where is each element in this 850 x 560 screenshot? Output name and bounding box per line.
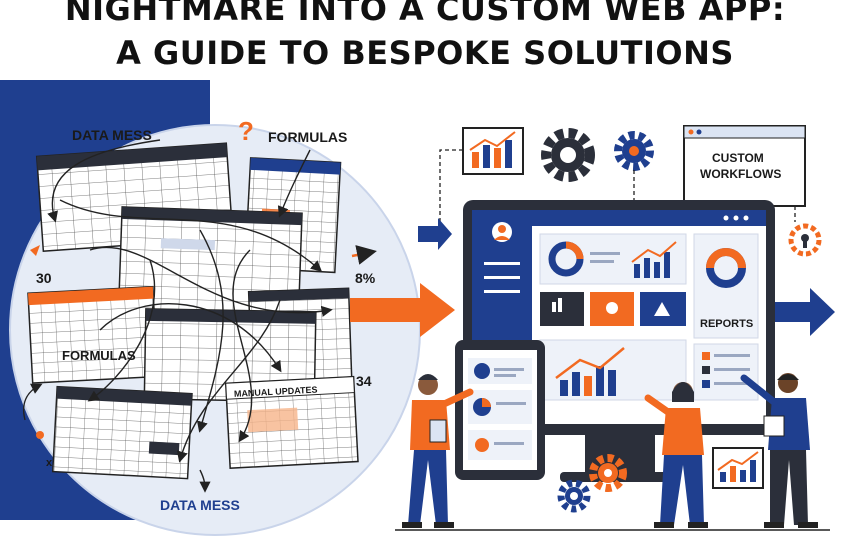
label-data-mess-bottom: DATA MESS <box>160 497 240 513</box>
title-line-2: A GUIDE TO BESPOKE SOLUTIONS <box>116 34 734 72</box>
orange-arrow-small <box>351 245 377 265</box>
dashed-connectors <box>439 149 796 232</box>
chart-card-bottom-icon <box>712 447 764 489</box>
custom-workflows-card <box>683 125 806 207</box>
question-mark-icon: ? <box>238 116 254 146</box>
label-number-30: 30 <box>36 270 52 286</box>
label-manual-updates: MANUAL UPDATES <box>234 385 318 399</box>
custom-workflows-label-1: CUSTOM <box>712 151 764 165</box>
orange-dot-accent <box>36 431 44 439</box>
label-formulas-top: FORMULAS <box>268 129 347 145</box>
tablet <box>455 340 545 480</box>
person-left <box>402 374 474 528</box>
orange-triangle-accent <box>30 245 40 256</box>
gear-icon-blue <box>614 131 654 171</box>
label-x-mark: x <box>46 457 53 469</box>
navy-arrow-left <box>418 218 452 250</box>
gear-icon-bottom-orange <box>589 454 627 492</box>
person-right <box>740 373 818 528</box>
custom-workflows-label-2: WORKFLOWS <box>700 167 781 181</box>
person-center <box>644 382 708 528</box>
gear-icon <box>541 128 595 182</box>
gear-icon-bottom-navy <box>557 479 591 513</box>
title-line-1: NIGHTMARE INTO A CUSTOM WEB APP: <box>64 0 786 28</box>
spreadsheet-bottom-center <box>143 308 317 403</box>
spreadsheet-bottom-left <box>51 385 193 480</box>
spreadsheet-mid-left <box>27 285 159 384</box>
keyhole-gear-icon <box>788 223 822 257</box>
label-percent-8: 8% <box>355 270 376 286</box>
label-number-34: 34 <box>356 373 372 389</box>
reports-label: REPORTS <box>700 318 753 330</box>
chart-card-icon <box>462 127 524 175</box>
label-formulas-mid: FORMULAS <box>62 348 136 363</box>
tangled-arrows <box>23 139 333 493</box>
navy-arrow-right <box>775 288 835 336</box>
label-data-mess-top: DATA MESS <box>72 127 152 143</box>
transform-arrow-icon <box>350 283 455 337</box>
spreadsheet-manual-updates <box>224 375 359 469</box>
